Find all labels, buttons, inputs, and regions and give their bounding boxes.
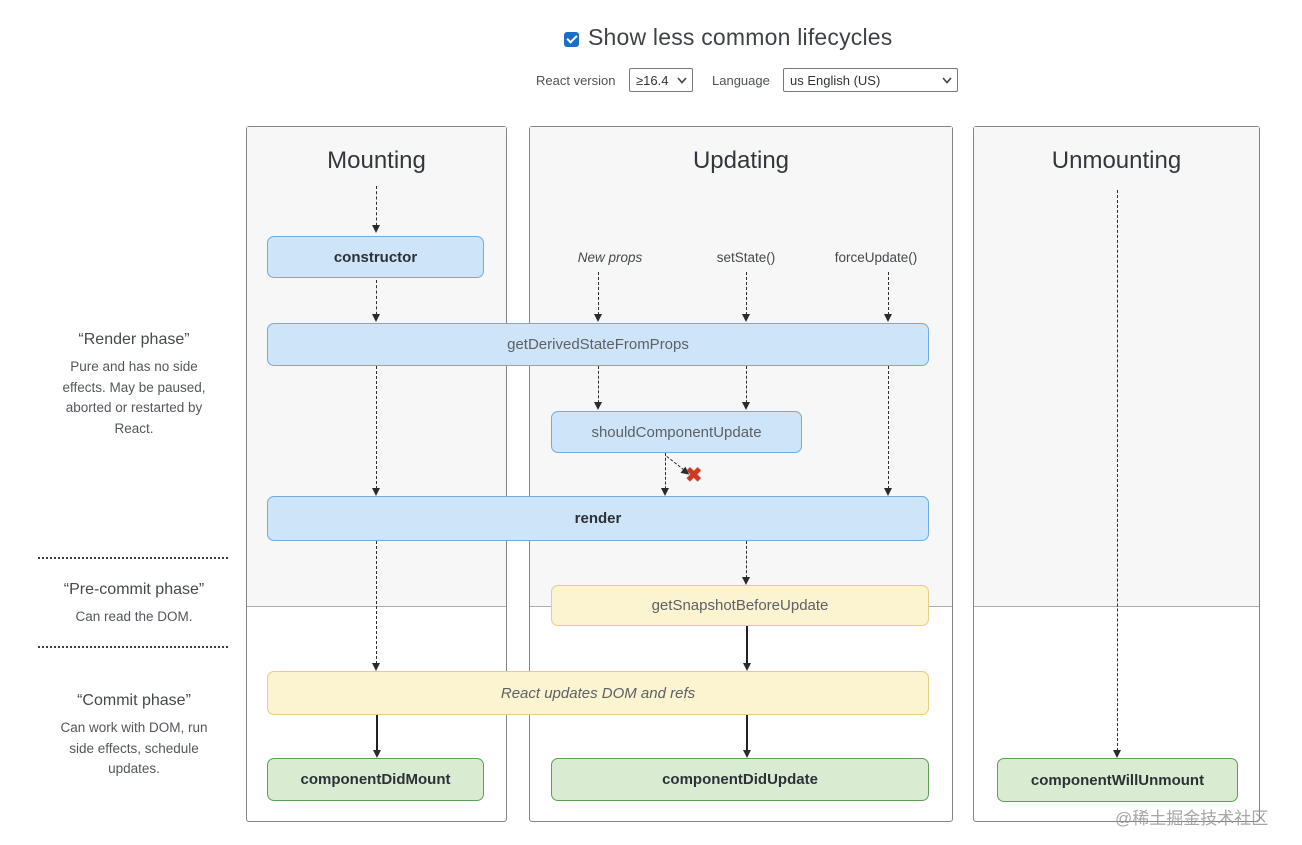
language-label: Language [712, 73, 770, 88]
arrow-force-update [884, 272, 892, 322]
trigger-force-update: forceUpdate() [834, 250, 918, 265]
render-phase-title: “Render phase” [78, 331, 190, 348]
get-derived-state-from-props-box[interactable]: getDerivedStateFromProps [267, 323, 929, 366]
constructor-box[interactable]: constructor [267, 236, 484, 278]
arrow-to-component-did-update [742, 715, 751, 758]
arrow-set-state [742, 272, 750, 322]
trigger-set-state: setState() [716, 250, 776, 265]
arrow-gdsfp-to-scu-right [742, 366, 750, 410]
arrow-unmounting-to-will-unmount [1113, 190, 1121, 758]
arrow-constructor-to-gdsfp [372, 280, 380, 322]
arrow-gdsfp-to-scu-left [594, 366, 602, 410]
chevron-down-icon [677, 76, 687, 84]
show-less-label: Show less common lifecycles [588, 24, 893, 50]
arrow-gsbu-to-dom-update [742, 626, 751, 671]
should-component-update-box[interactable]: shouldComponentUpdate [551, 411, 802, 453]
arrow-scu-to-render [661, 453, 669, 496]
red-x-icon: ✖ [685, 464, 703, 487]
unmounting-column [973, 126, 1260, 822]
render-phase-region [974, 127, 1259, 607]
updating-title: Updating [692, 147, 790, 174]
get-snapshot-before-update-box[interactable]: getSnapshotBeforeUpdate [551, 585, 929, 626]
component-will-unmount-box[interactable]: componentWillUnmount [997, 758, 1238, 802]
react-version-select[interactable]: ≥16.4 [629, 68, 693, 92]
react-version-value: ≥16.4 [636, 72, 669, 88]
render-phase-description: Pure and has no side effects. May be pau… [62, 359, 206, 436]
updating-column [529, 126, 953, 822]
commit-phase-legend: “Commit phase” Can work with DOM, run si… [30, 692, 238, 780]
language-value: us English (US) [790, 72, 881, 88]
check-icon [565, 32, 578, 44]
arrow-mounting-to-render [372, 366, 380, 496]
arrow-new-props [594, 272, 602, 322]
commit-phase-title: “Commit phase” [77, 692, 191, 709]
arrow-force-update-to-render [884, 366, 892, 496]
render-phase-legend: “Render phase” Pure and has no side effe… [30, 331, 238, 439]
react-version-label: React version [536, 73, 616, 88]
watermark: @稀土掘金技术社区 [1115, 809, 1269, 828]
pre-commit-phase-legend: “Pre-commit phase” Can read the DOM. [30, 581, 238, 628]
chevron-down-icon [942, 76, 952, 84]
component-did-update-box[interactable]: componentDidUpdate [551, 758, 929, 801]
render-box[interactable]: render [267, 496, 929, 541]
component-did-mount-box[interactable]: componentDidMount [267, 758, 484, 801]
arrow-mounting-to-constructor [372, 186, 380, 233]
pre-commit-phase-description: Can read the DOM. [75, 609, 193, 624]
show-less-toggle[interactable]: Show less common lifecycles [564, 24, 893, 51]
arrow-render-to-dom-update [372, 541, 380, 671]
language-select[interactable]: us English (US) [783, 68, 958, 92]
checkbox-checked[interactable] [564, 31, 579, 47]
commit-phase-description: Can work with DOM, run side effects, sch… [60, 720, 208, 776]
arrow-to-component-did-mount [372, 715, 381, 758]
arrow-render-to-gsbu [742, 541, 750, 585]
unmounting-title: Unmounting [1051, 147, 1182, 174]
react-updates-dom-box: React updates DOM and refs [267, 671, 929, 715]
mounting-title: Mounting [327, 147, 426, 174]
phase-divider [38, 557, 228, 559]
phase-divider [38, 646, 228, 648]
trigger-new-props: New props [577, 250, 643, 265]
pre-commit-phase-title: “Pre-commit phase” [63, 581, 205, 598]
